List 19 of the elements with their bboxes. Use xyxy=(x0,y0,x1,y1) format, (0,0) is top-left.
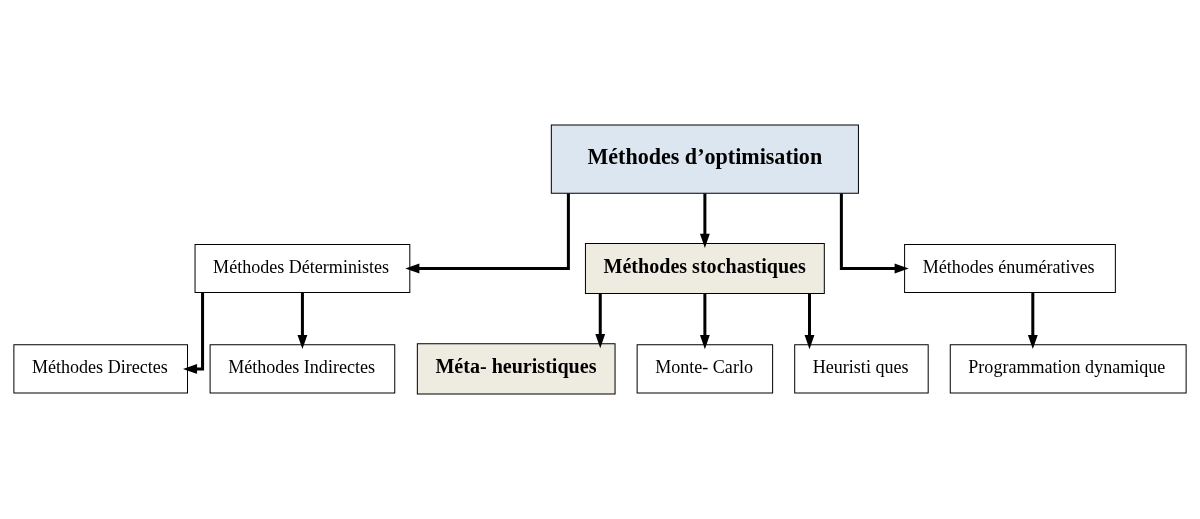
node-box: Méthodes Indirectes xyxy=(209,344,396,394)
arrow xyxy=(1027,292,1038,350)
node-box: Méthodes d’optimisation xyxy=(550,124,859,194)
node-box: Heuristi ques xyxy=(794,344,929,394)
arrow xyxy=(595,293,606,349)
node-box: Méta- heuristiques xyxy=(416,343,616,395)
node-box: Méthodes Déterministes xyxy=(194,243,411,294)
node-box: Méthodes stochastiques xyxy=(584,242,825,295)
arrow xyxy=(183,292,205,374)
arrow xyxy=(297,292,308,350)
arrow xyxy=(699,293,710,350)
node-box: Méthodes Directes xyxy=(13,344,188,394)
arrow xyxy=(804,293,815,350)
arrow xyxy=(405,193,570,274)
node-box: Programmation dynamique xyxy=(949,344,1187,394)
node-box: Méthodes énumératives xyxy=(904,243,1116,294)
node-box: Monte- Carlo xyxy=(636,344,774,394)
arrow xyxy=(839,193,909,274)
arrow xyxy=(699,193,710,248)
